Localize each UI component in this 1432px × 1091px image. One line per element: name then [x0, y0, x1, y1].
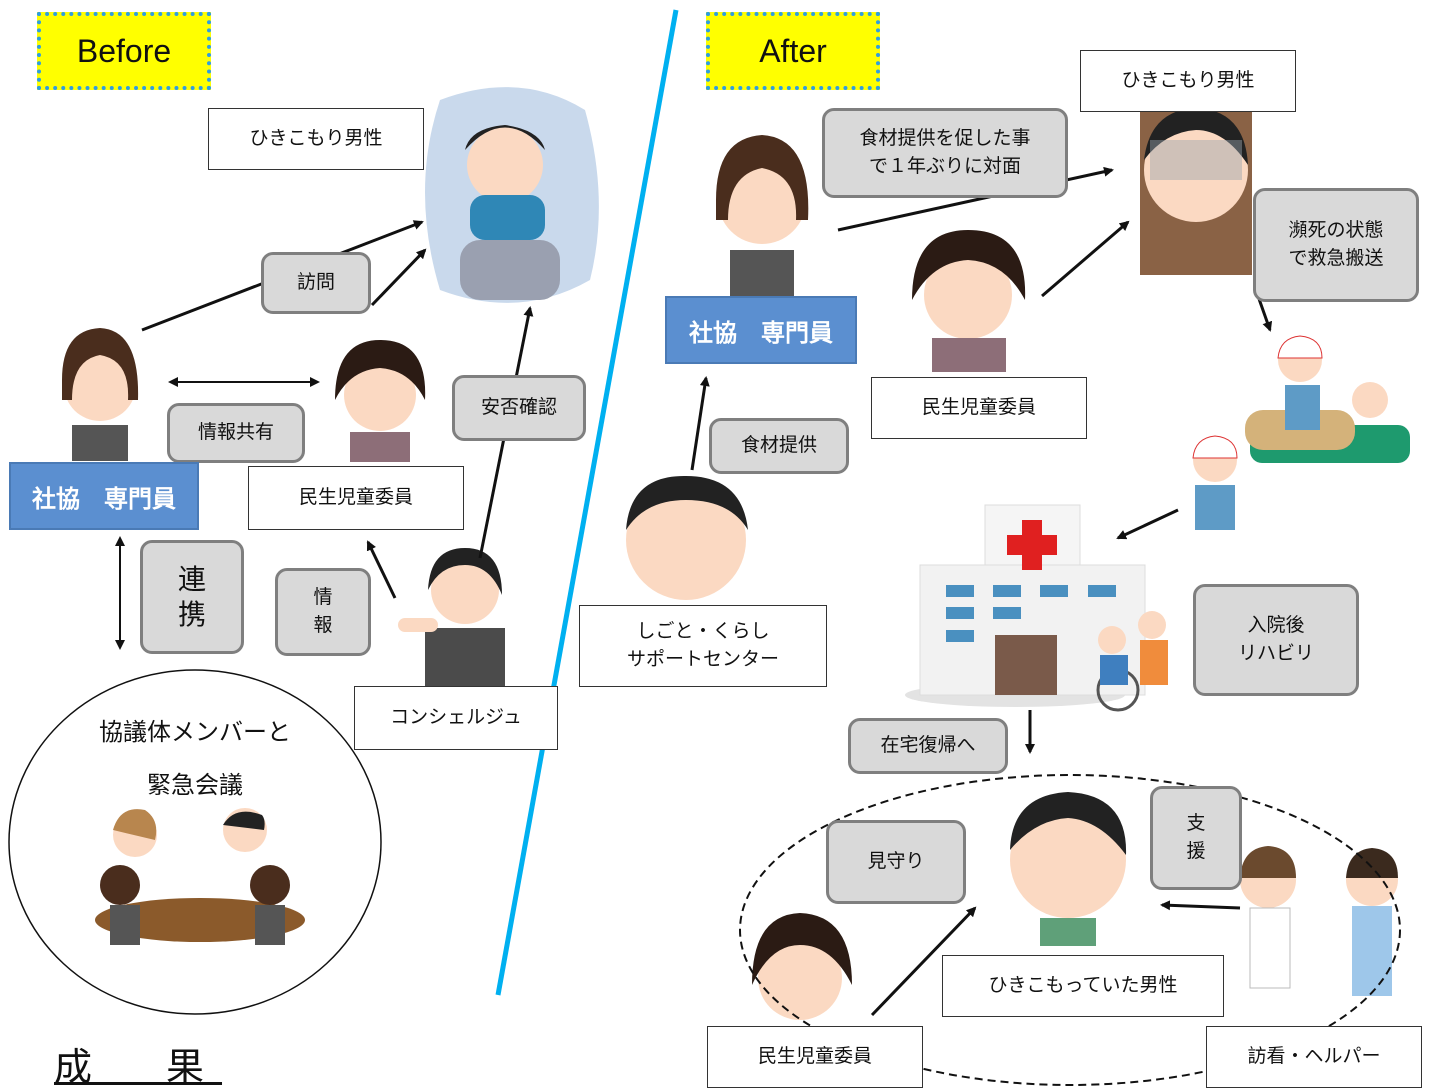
meeting-line1: 協議体メンバーと: [99, 718, 291, 746]
meeting-illustration: [95, 808, 305, 945]
emergency-label: 瀕死の状態 で救急搬送: [1253, 188, 1419, 302]
renkei-label: 連 携: [140, 540, 244, 654]
before-hikikomori-box: ひきこもり男性: [208, 108, 424, 170]
safety-check-label: 安否確認: [452, 375, 586, 441]
support-center-box: しごと・くらし サポートセンター: [579, 605, 827, 687]
visit-label: 訪問: [261, 252, 371, 314]
shakyo-woman-icon: [62, 328, 139, 461]
home-return-label: 在宅復帰へ: [848, 718, 1008, 774]
food-label: 食材提供: [709, 418, 849, 474]
before-tag: Before: [37, 12, 211, 90]
after-hikikomori-box: ひきこもり男性: [1080, 50, 1296, 112]
info-share-label: 情報共有: [167, 403, 305, 463]
before-minsei-box: 民生児童委員: [248, 466, 464, 530]
after-tag: After: [706, 12, 880, 90]
hikikomori-illustration: [425, 87, 599, 303]
hikikomori-sick-man-icon: [1140, 100, 1252, 275]
divider-line: [495, 9, 679, 996]
helper-box: 訪看・ヘルパー: [1206, 1026, 1422, 1088]
bottom-minsei-box: 民生児童委員: [707, 1026, 923, 1088]
wheelchair-rehab-icon: [1096, 611, 1168, 712]
support-dashed-circle: [739, 774, 1401, 1086]
support-label: 支 援: [1150, 786, 1242, 890]
after-minsei-woman-icon: [912, 230, 1026, 372]
food-meet-label: 食材提供を促した事 で１年ぶりに対面: [822, 108, 1068, 198]
meeting-circle: [8, 669, 382, 1015]
watch-label: 見守り: [826, 820, 966, 904]
after-shakyo-woman-icon: [716, 135, 809, 296]
after-minsei-box: 民生児童委員: [871, 377, 1087, 439]
concierge-woman-icon: [398, 548, 505, 688]
result-title: 成 果: [54, 1045, 223, 1089]
info-label: 情 報: [275, 568, 371, 656]
after-shakyo-box: 社協 専門員: [665, 296, 857, 364]
before-shakyo-box: 社協 専門員: [9, 462, 199, 530]
nurse-helper-icon: [1240, 846, 1398, 996]
former-hikikomori-box: ひきこもっていた男性: [942, 955, 1224, 1017]
recovered-man-icon: [1010, 792, 1127, 946]
bottom-minsei-woman-icon: [752, 913, 852, 1020]
minsei-woman-icon: [335, 340, 426, 462]
meeting-line2: 緊急会議: [147, 771, 243, 799]
rehab-label: 入院後 リハビリ: [1193, 584, 1359, 696]
support-center-man-icon: [626, 475, 748, 600]
concierge-box: コンシェルジュ: [354, 686, 558, 750]
ambulance-stretcher-illustration: [1192, 335, 1410, 530]
